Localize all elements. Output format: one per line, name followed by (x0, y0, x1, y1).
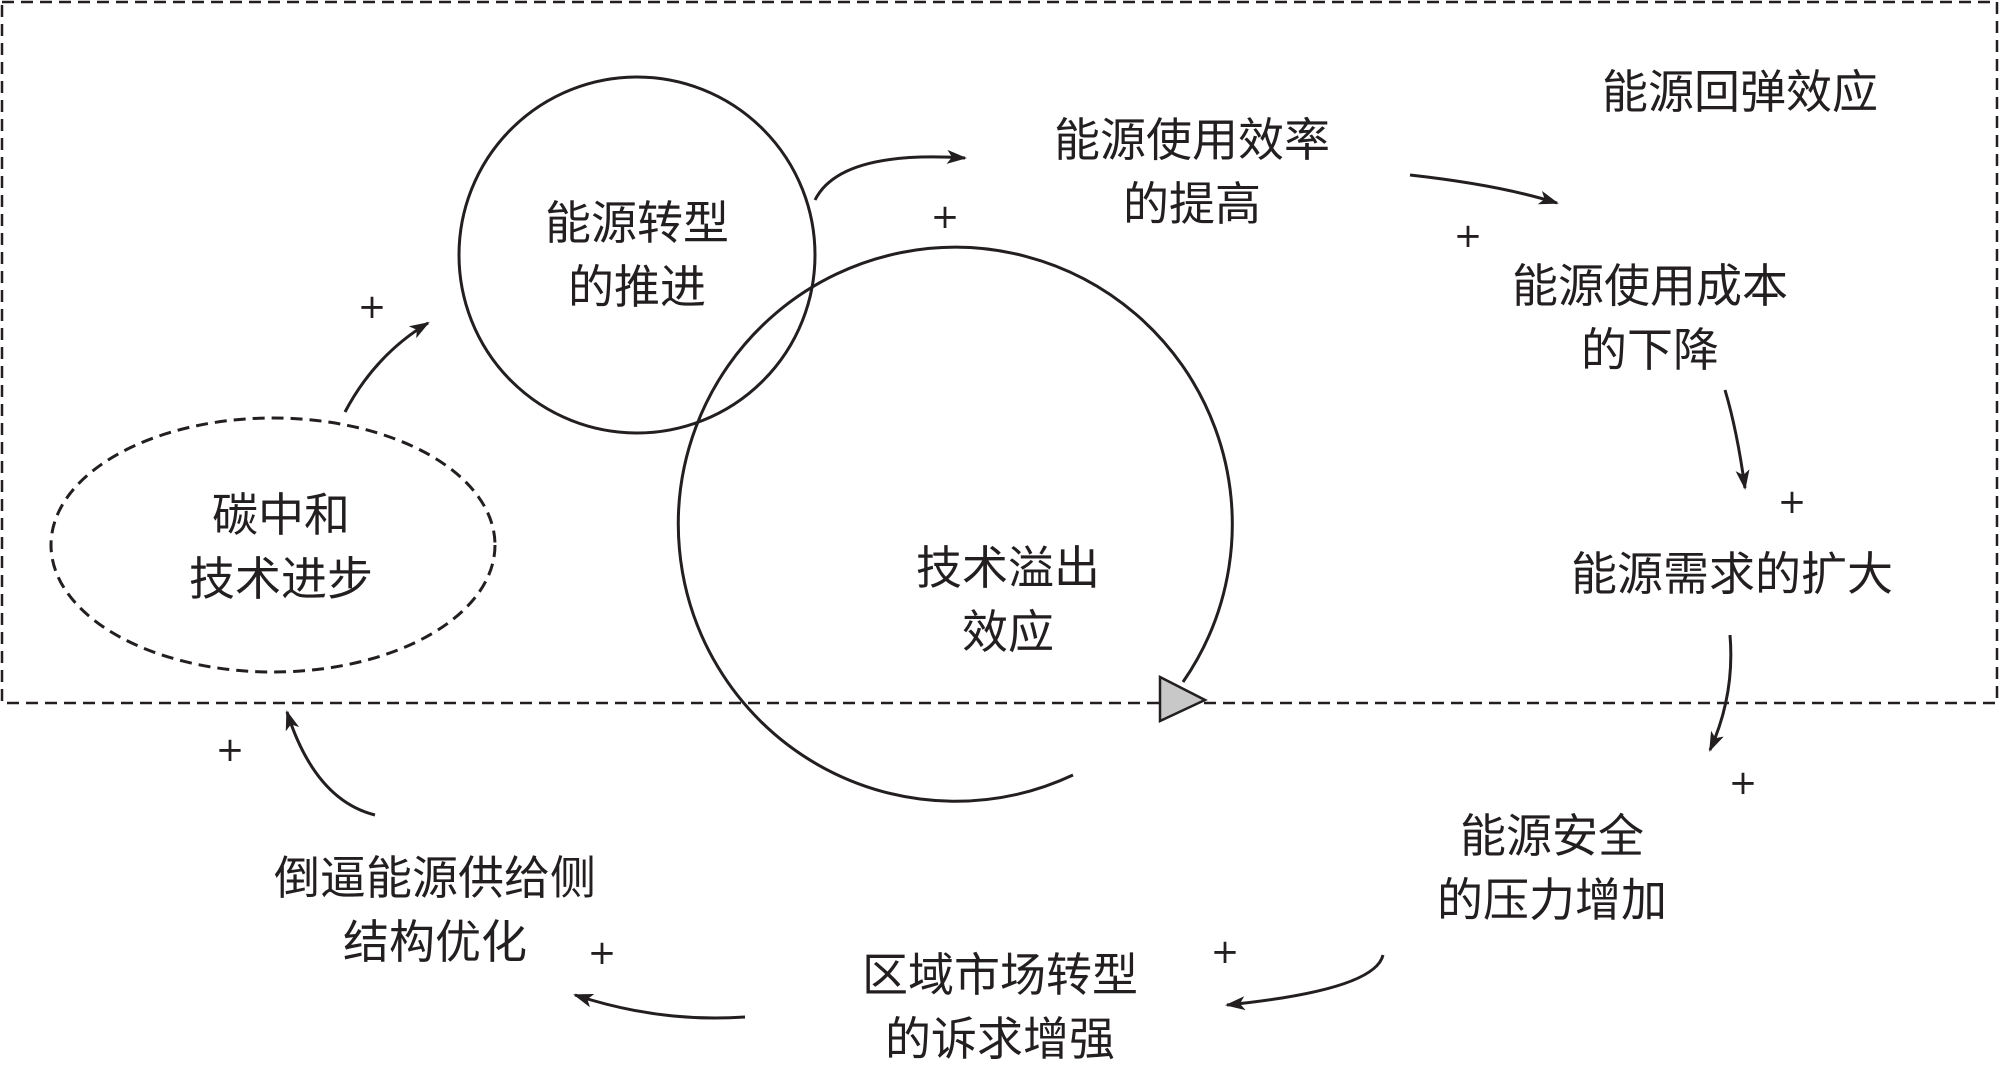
node-security-pressure: 能源安全的压力增加 (1437, 809, 1667, 927)
rebound-effect-boundary (0, 0, 1999, 705)
arrow-tech-to-transition (343, 321, 430, 413)
region-label: 能源回弹效应 (1602, 65, 1878, 119)
node-demand-expansion: 能源需求的扩大 (1571, 547, 1893, 601)
node-supply-side: 倒逼能源供给侧结构优化 (274, 851, 596, 969)
tech-spillover-arrowhead (1158, 674, 1208, 723)
tech-spillover-loop (676, 245, 1234, 803)
polarity-efficiency-cost: + (1453, 216, 1483, 256)
arrow-market-to-supply (573, 993, 746, 1020)
polarity-market-supply: + (587, 933, 617, 973)
node-carbon-neutral-tech: 碳中和技术进步 (189, 488, 373, 606)
polarity-supply-tech: + (215, 730, 245, 770)
arrow-security-to-market (1225, 954, 1385, 1011)
arrow-efficiency-to-cost (1409, 173, 1559, 205)
node-energy-transition: 能源转型的推进 (545, 196, 729, 314)
arrow-supply-to-tech (285, 710, 376, 817)
node-efficiency: 能源使用效率的提高 (1054, 113, 1330, 231)
polarity-demand-security: + (1728, 763, 1758, 803)
arrow-transition-to-efficiency (813, 149, 967, 201)
energy-transition-circle (457, 75, 817, 435)
carbon-neutral-tech-ellipse (49, 416, 497, 674)
node-cost-decline: 能源使用成本的下降 (1512, 259, 1788, 377)
polarity-tech-transition: + (357, 287, 387, 327)
polarity-cost-demand: + (1777, 482, 1807, 522)
arrow-demand-to-security (1708, 634, 1733, 752)
polarity-transition-efficiency: + (930, 197, 960, 237)
node-regional-market: 区域市场转型的诉求增强 (862, 948, 1138, 1066)
polarity-security-market: + (1210, 932, 1240, 972)
arrow-cost-to-demand (1723, 389, 1750, 490)
node-tech-spillover: 技术溢出效应 (916, 541, 1100, 659)
